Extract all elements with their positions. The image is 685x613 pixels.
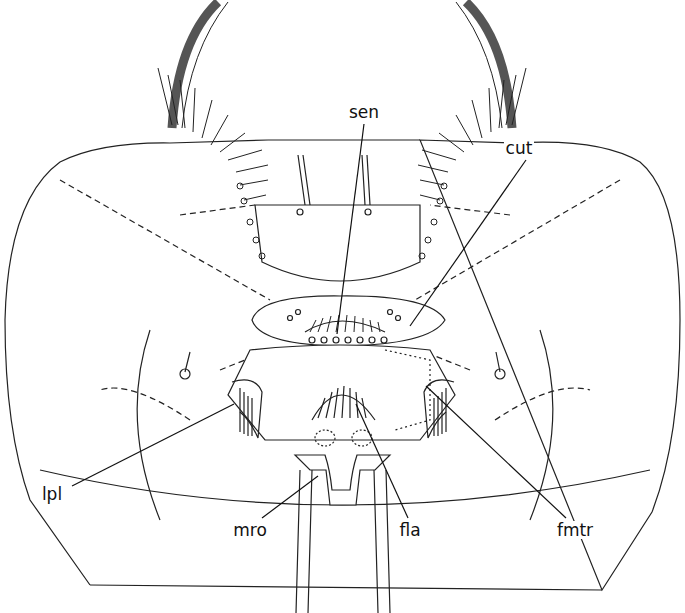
part-label: lpl (40, 485, 64, 504)
part-label: mro (231, 521, 269, 540)
median-rod (295, 455, 390, 613)
part-label: fmtr (555, 521, 595, 540)
part-label: cut (504, 139, 535, 158)
part-label: fla (397, 521, 422, 540)
fan-structure (312, 386, 375, 446)
lateral-plates (232, 380, 454, 438)
leader-lines (72, 124, 566, 518)
part-label: sen (347, 103, 381, 122)
head-capsule (5, 2, 680, 613)
sensilla-row (309, 337, 387, 343)
